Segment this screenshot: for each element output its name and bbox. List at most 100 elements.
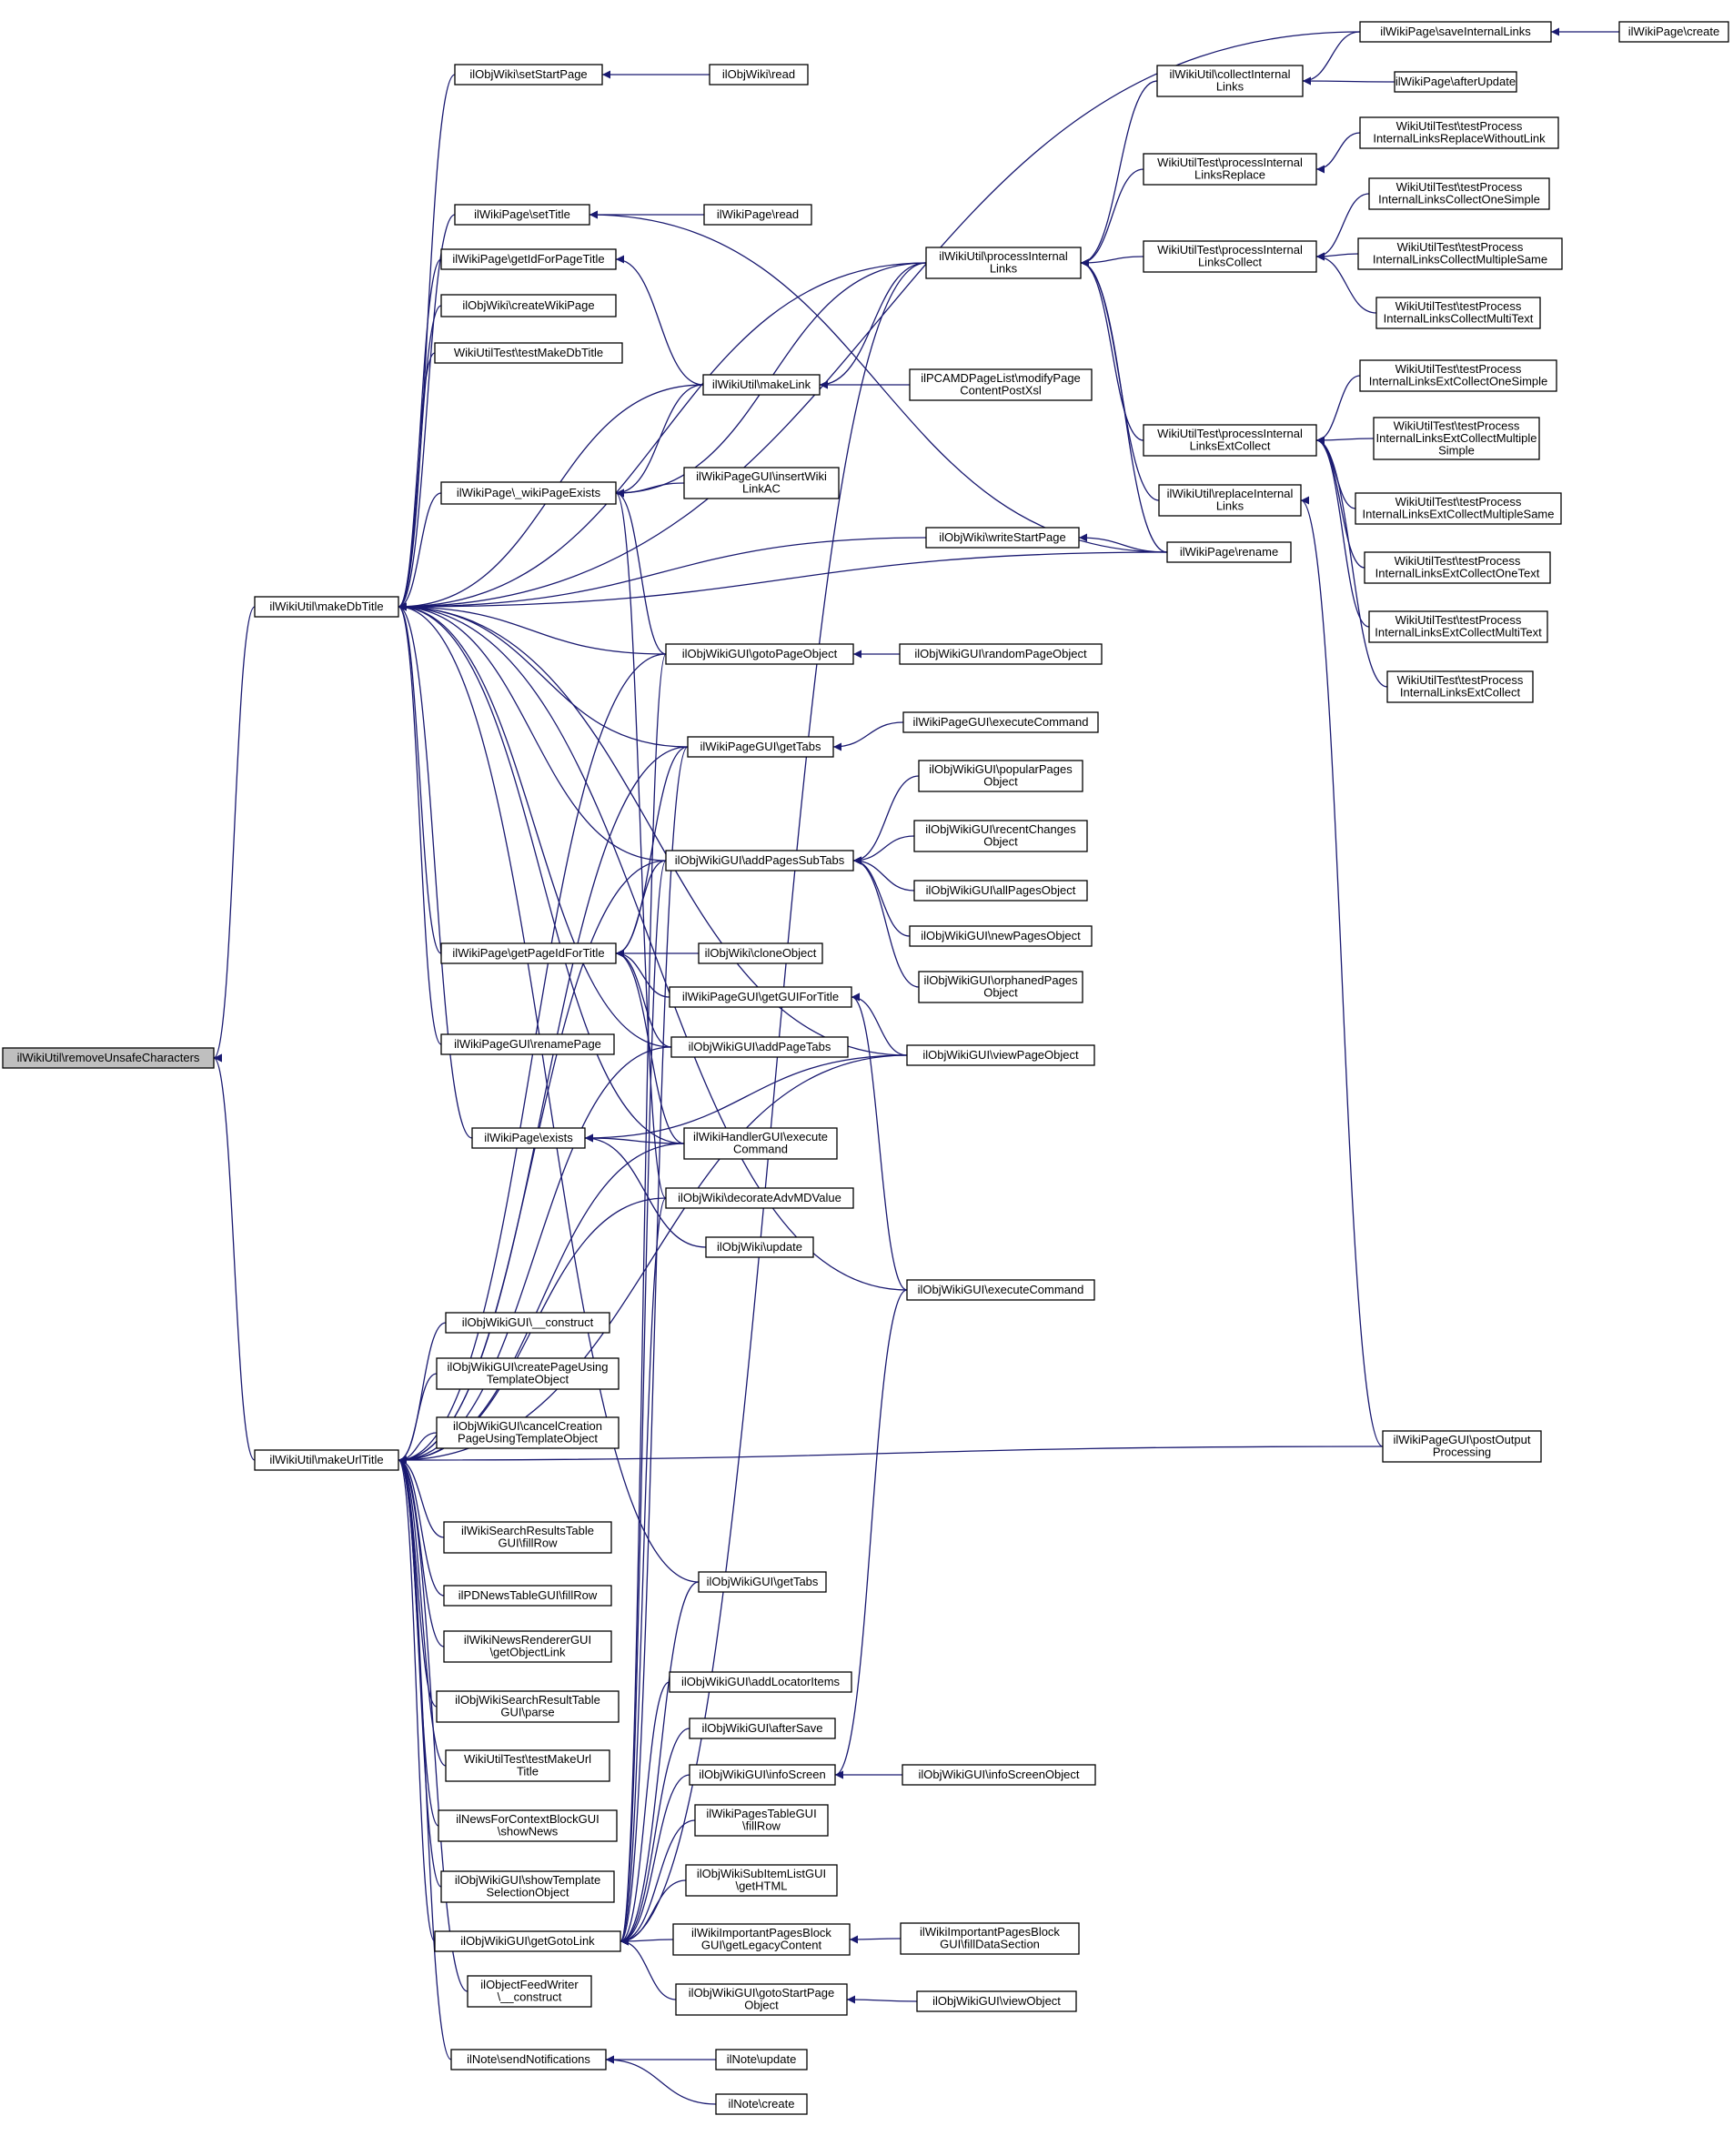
node-get-page-id-for-title[interactable]: ilWikiPage\getPageIdForTitle xyxy=(440,942,617,964)
node-obj-wiki-read[interactable]: ilObjWiki\read xyxy=(709,64,809,86)
node-send-notifications[interactable]: ilNote\sendNotifications xyxy=(450,2049,607,2070)
node-info-screen[interactable]: ilObjWikiGUI\infoScreen xyxy=(689,1764,836,1786)
node-label: InternalLinksCollectOneSimple xyxy=(1378,193,1540,207)
node-news-renderer-link[interactable]: ilWikiNewsRendererGUI\getObjectLink xyxy=(443,1630,612,1663)
edge-goto-page-object-to-make-url-title xyxy=(398,653,667,1465)
node-t-ext-collect-multiple-same[interactable]: WikiUtilTest\testProcessInternalLinksExt… xyxy=(1355,492,1562,525)
node-page-gui-execute[interactable]: ilWikiPageGUI\executeCommand xyxy=(902,711,1099,733)
node-view-page-object[interactable]: ilObjWikiGUI\viewPageObject xyxy=(906,1044,1095,1066)
node-remove-unsafe[interactable]: ilWikiUtil\removeUnsafeCharacters xyxy=(2,1047,215,1069)
node-wiki-page-read[interactable]: ilWikiPage\read xyxy=(703,204,812,226)
node-all-pages[interactable]: ilObjWikiGUI\allPagesObject xyxy=(913,880,1088,902)
node-wiki-gui-get-tabs[interactable]: ilObjWikiGUI\getTabs xyxy=(698,1571,827,1593)
node-set-title[interactable]: ilWikiPage\setTitle xyxy=(454,204,590,226)
node-t-collect-multiple-same[interactable]: WikiUtilTest\testProcessInternalLinksCol… xyxy=(1357,237,1563,270)
node-make-url-title[interactable]: ilWikiUtil\makeUrlTitle xyxy=(254,1449,399,1471)
edge-popular-pages-to-add-pages-sub-tabs xyxy=(852,775,920,865)
node-page-gui-get-tabs[interactable]: ilWikiPageGUI\getTabs xyxy=(687,736,834,758)
node-label: ilWikiPageGUI\getGUIForTitle xyxy=(682,990,839,1003)
node-t-ext-collect-multi-text[interactable]: WikiUtilTest\testProcessInternalLinksExt… xyxy=(1368,610,1548,643)
node-write-start-page[interactable]: ilObjWiki\writeStartPage xyxy=(925,527,1080,549)
node-handler-execute[interactable]: ilWikiHandlerGUI\executeCommand xyxy=(683,1127,838,1160)
node-add-pages-sub-tabs[interactable]: ilObjWikiGUI\addPagesSubTabs xyxy=(665,850,854,871)
node-page-exists[interactable]: ilWikiPage\exists xyxy=(471,1127,586,1149)
node-note-create[interactable]: ilNote\create xyxy=(715,2093,808,2115)
node-info-screen-object[interactable]: ilObjWikiGUI\infoScreenObject xyxy=(902,1764,1096,1786)
node-label: Links xyxy=(1216,499,1244,513)
node-test-pilext-collect[interactable]: WikiUtilTest\processInternalLinksExtColl… xyxy=(1143,424,1317,457)
node-make-db-title[interactable]: ilWikiUtil\makeDbTitle xyxy=(254,596,399,618)
node-clone-object[interactable]: ilObjWiki\cloneObject xyxy=(698,942,823,964)
node-t-collect-one-simple[interactable]: WikiUtilTest\testProcessInternalLinksCol… xyxy=(1368,177,1550,210)
node-pages-table-fill-row[interactable]: ilWikiPagesTableGUI\fillRow xyxy=(694,1804,829,1837)
node-t-ext-collect-one-simple[interactable]: WikiUtilTest\testProcessInternalLinksExt… xyxy=(1359,359,1557,392)
node-random-page-object[interactable]: ilObjWikiGUI\randomPageObject xyxy=(899,643,1103,665)
node-view-object[interactable]: ilObjWikiGUI\viewObject xyxy=(916,1990,1077,2012)
node-important-fill[interactable]: ilWikiImportantPagesBlockGUI\fillDataSec… xyxy=(900,1922,1080,1955)
node-sub-item-get-html[interactable]: ilObjWikiSubItemListGUI\getHTML xyxy=(685,1864,838,1897)
edge-save-internal-links-to-make-db-title xyxy=(398,31,1361,611)
node-label: WikiUtilTest\processInternal xyxy=(1157,427,1303,440)
node-add-page-tabs[interactable]: ilObjWikiGUI\addPageTabs xyxy=(670,1036,849,1058)
node-goto-page-object[interactable]: ilObjWikiGUI\gotoPageObject xyxy=(665,643,854,665)
node-wiki-gui-construct[interactable]: ilObjWikiGUI\__construct xyxy=(445,1312,610,1334)
node-get-id-for-page-title[interactable]: ilWikiPage\getIdForPageTitle xyxy=(440,248,617,270)
node-t-ext-collect[interactable]: WikiUtilTest\testProcessInternalLinksExt… xyxy=(1386,670,1534,703)
node-t-collect-multi-text[interactable]: WikiUtilTest\testProcessInternalLinksCol… xyxy=(1375,297,1541,329)
node-wiki-gui-execute[interactable]: ilObjWikiGUI\executeCommand xyxy=(906,1279,1095,1301)
node-box xyxy=(440,1033,615,1055)
node-new-pages[interactable]: ilObjWikiGUI\newPagesObject xyxy=(909,925,1093,947)
node-save-internal-links[interactable]: ilWikiPage\saveInternalLinks xyxy=(1359,21,1552,43)
node-wiki-page-exists[interactable]: ilWikiPage\_wikiPageExists xyxy=(440,481,617,505)
node-create-wiki-page[interactable]: ilObjWiki\createWikiPage xyxy=(440,294,617,317)
node-box xyxy=(254,596,399,618)
node-t-replace-without[interactable]: WikiUtilTest\testProcessInternalLinksRep… xyxy=(1359,116,1559,149)
node-get-guifor-title[interactable]: ilWikiPageGUI\getGUIForTitle xyxy=(669,986,852,1008)
edge-goto-page-object-to-wiki-page-exists xyxy=(615,489,667,655)
node-label: WikiUtilTest\testProcess xyxy=(1396,119,1523,133)
node-decorate-adv-md[interactable]: ilObjWiki\decorateAdvMDValue xyxy=(665,1187,854,1209)
node-note-update[interactable]: ilNote\update xyxy=(715,2049,808,2070)
node-wiki-page-rename[interactable]: ilWikiPage\rename xyxy=(1166,541,1292,563)
node-label: ilWikiPageGUI\executeCommand xyxy=(913,715,1089,729)
node-obj-wiki-update[interactable]: ilObjWiki\update xyxy=(705,1236,814,1258)
node-make-link[interactable]: ilWikiUtil\makeLink xyxy=(702,374,821,396)
node-label: \__construct xyxy=(498,1990,562,2004)
node-test-make-db-title[interactable]: WikiUtilTest\testMakeDbTitle xyxy=(434,342,623,364)
edge-page-gui-execute-to-page-gui-get-tabs xyxy=(832,721,904,751)
node-important-legacy[interactable]: ilWikiImportantPagesBlockGUI\getLegacyCo… xyxy=(672,1923,851,1956)
node-after-save[interactable]: ilObjWikiGUI\afterSave xyxy=(689,1718,836,1739)
node-pd-news-fill-row[interactable]: ilPDNewsTableGUI\fillRow xyxy=(443,1585,612,1607)
node-get-goto-link[interactable]: ilObjWikiGUI\getGotoLink xyxy=(434,1930,621,1952)
node-add-locator-items[interactable]: ilObjWikiGUI\addLocatorItems xyxy=(669,1671,852,1693)
edge-info-screen-to-get-goto-link xyxy=(620,1774,690,1946)
node-set-start-page[interactable]: ilObjWiki\setStartPage xyxy=(454,64,603,86)
node-t-ext-collect-one-text[interactable]: WikiUtilTest\testProcessInternalLinksExt… xyxy=(1364,551,1551,584)
node-rename-page[interactable]: ilWikiPageGUI\renamePage xyxy=(440,1033,615,1055)
node-feed-writer-construct[interactable]: ilObjectFeedWriter\__construct xyxy=(467,1975,592,2008)
node-box xyxy=(906,1044,1095,1066)
node-after-update[interactable]: ilWikiPage\afterUpdate xyxy=(1394,71,1517,93)
node-wiki-page-create[interactable]: ilWikiPage\create xyxy=(1618,21,1729,43)
node-create-page-using-template[interactable]: ilObjWikiGUI\createPageUsingTemplateObje… xyxy=(436,1357,620,1390)
node-box xyxy=(445,1749,610,1782)
node-cancel-creation[interactable]: ilObjWikiGUI\cancelCreationPageUsingTemp… xyxy=(436,1416,620,1449)
node-news-for-context[interactable]: ilNewsForContextBlockGUI\showNews xyxy=(438,1809,618,1842)
node-t-ext-collect-multiple-simple[interactable]: WikiUtilTest\testProcessInternalLinksExt… xyxy=(1373,417,1540,460)
